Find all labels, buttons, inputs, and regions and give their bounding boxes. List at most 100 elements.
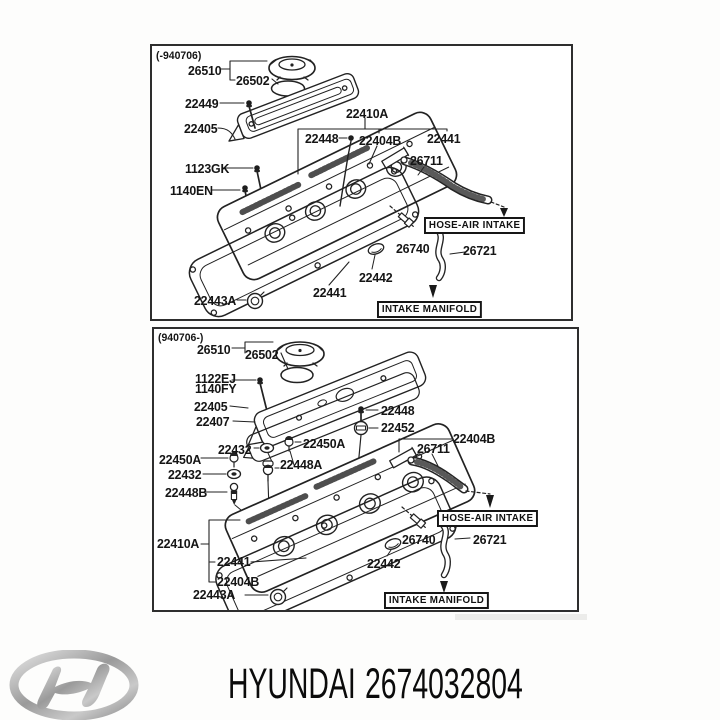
part-label-26721: 26721: [463, 243, 497, 258]
leader-26510-26502: [220, 60, 279, 85]
cover-gasket-art: [215, 476, 457, 610]
part-label-22449: 22449: [185, 96, 219, 111]
callout-hose-air-intake: HOSE-AIR INTAKE: [424, 217, 526, 234]
grommet-22443A-art: [269, 587, 288, 606]
valve-cover-diagram-art-early: [188, 55, 508, 318]
part-label-22441-top: 22441: [427, 131, 461, 146]
part-label-22432-top: 22432: [218, 442, 252, 457]
part-label-1122EJ: 1122EJ: [195, 371, 236, 386]
leader-22442: [371, 254, 376, 270]
leader-22404B-top: [398, 438, 453, 453]
baffle-plate-art: [228, 72, 360, 142]
part-label-26510: 26510: [188, 63, 222, 78]
diagram-panel-late-variant: (940706-) 26510 26502 1122EJ 1140FY 2240…: [152, 327, 579, 612]
leader-hose-air-intake: [490, 201, 505, 208]
arrow-hose-air-intake: [500, 208, 508, 217]
arrow-intake-manifold: [429, 285, 437, 298]
pcv-pipe-22404B-art: [381, 146, 410, 169]
cap-22442-art: [367, 243, 385, 255]
diagram-panel-early-variant: (-940706) 26510 26502 22449 22405 22410A…: [150, 44, 573, 321]
part-number-text: 2674032804: [364, 660, 523, 708]
part-label-22452: 22452: [381, 420, 415, 435]
connector-26740-art: [397, 212, 415, 228]
hose-26721-art: [433, 225, 446, 282]
callout-hose-air-intake: HOSE-AIR INTAKE: [437, 510, 539, 527]
bolt-22448-art: [358, 406, 364, 423]
part-label-26502: 26502: [236, 73, 270, 88]
leader-22441-bottom: [328, 261, 350, 286]
hose-26721-art: [438, 520, 451, 579]
grommet-22443A-art: [246, 291, 265, 310]
part-label-22410A: 22410A: [346, 106, 389, 121]
washer-22432-left-art: [226, 468, 242, 480]
part-label-22410A: 22410A: [157, 536, 200, 551]
cap-gasket-26502-art: [280, 366, 314, 384]
arrow-intake-manifold: [440, 581, 448, 593]
part-label-1140FY: 1140FY: [195, 381, 237, 396]
leader-26510-26502: [231, 341, 289, 370]
part-label-22443A: 22443A: [193, 587, 236, 602]
part-label-22441: 22441: [217, 554, 251, 569]
brand-text: HYUNDAI: [228, 660, 356, 708]
hyundai-logo: [9, 650, 139, 720]
leader-22407: [232, 420, 256, 423]
leader-26711: [431, 453, 439, 467]
leader-26740: [401, 506, 427, 529]
leader-26740: [389, 205, 415, 228]
part-label-22432-left: 22432: [168, 467, 202, 482]
leader-22450A-top-down: [289, 450, 295, 466]
part-label-22448B: 22448B: [165, 485, 208, 500]
part-label-22450A-left: 22450A: [159, 452, 202, 467]
variant-code: (-940706): [156, 50, 202, 62]
part-label-26711: 26711: [417, 441, 450, 456]
bolt-22448-art: [339, 135, 354, 207]
leader-26721: [449, 251, 466, 255]
hose-26711-art: [407, 456, 469, 494]
pcv-pipe-22404B-art: [389, 446, 418, 469]
seal-22450A-left-art: [229, 452, 239, 468]
part-label-22442: 22442: [367, 556, 401, 571]
baffle-gasket-22407-art: [243, 372, 420, 462]
part-label-26510: 26510: [197, 342, 231, 357]
leader-26711: [417, 166, 425, 176]
seal-22450A-top-art: [284, 436, 294, 452]
variant-code: (940706-): [158, 332, 204, 344]
spool-22448A-art: [262, 460, 274, 482]
callout-intake-manifold: INTAKE MANIFOLD: [384, 592, 490, 609]
part-label-22405: 22405: [194, 399, 228, 414]
connector-26740-art: [409, 513, 427, 529]
valve-cover-diagram-art-late: [200, 341, 494, 610]
arrow-hose-air-intake: [486, 495, 494, 508]
part-label-22407: 22407: [196, 414, 230, 429]
seal-22452-art: [353, 420, 369, 436]
part-label-22442: 22442: [359, 270, 393, 285]
leader-22405: [217, 127, 236, 140]
callout-intake-manifold: INTAKE MANIFOLD: [377, 301, 483, 318]
part-label-1123GK: 1123GK: [185, 161, 230, 176]
part-label-1140EN: 1140EN: [170, 183, 213, 198]
part-label-22448A: 22448A: [280, 457, 323, 472]
hose-26711-art: [400, 156, 493, 205]
cover-gasket-art: [188, 166, 420, 318]
part-label-22448: 22448: [381, 403, 415, 418]
part-label-26740: 26740: [396, 241, 430, 256]
plug-22448B-art: [229, 482, 239, 505]
part-label-22404B-top: 22404B: [453, 431, 496, 446]
part-label-22405: 22405: [184, 121, 218, 136]
part-label-26711: 26711: [410, 153, 443, 168]
scan-artifact: [455, 614, 587, 620]
part-label-22404B: 22404B: [359, 133, 402, 148]
leader-bracket-22410A: [200, 519, 307, 583]
leader-hose-air-intake: [465, 490, 491, 495]
oil-cap-art: [268, 55, 316, 97]
leader-bracket-22410A: [297, 117, 448, 175]
part-label-26740: 26740: [402, 532, 436, 547]
part-label-22450A-top: 22450A: [303, 436, 346, 451]
bolt-22449-art: [246, 100, 256, 129]
logo-oval: [9, 650, 139, 720]
part-label-22448: 22448: [305, 131, 339, 146]
part-label-26502: 26502: [245, 347, 279, 362]
part-label-22443A: 22443A: [194, 293, 237, 308]
washer-22432-top-art: [259, 442, 275, 454]
